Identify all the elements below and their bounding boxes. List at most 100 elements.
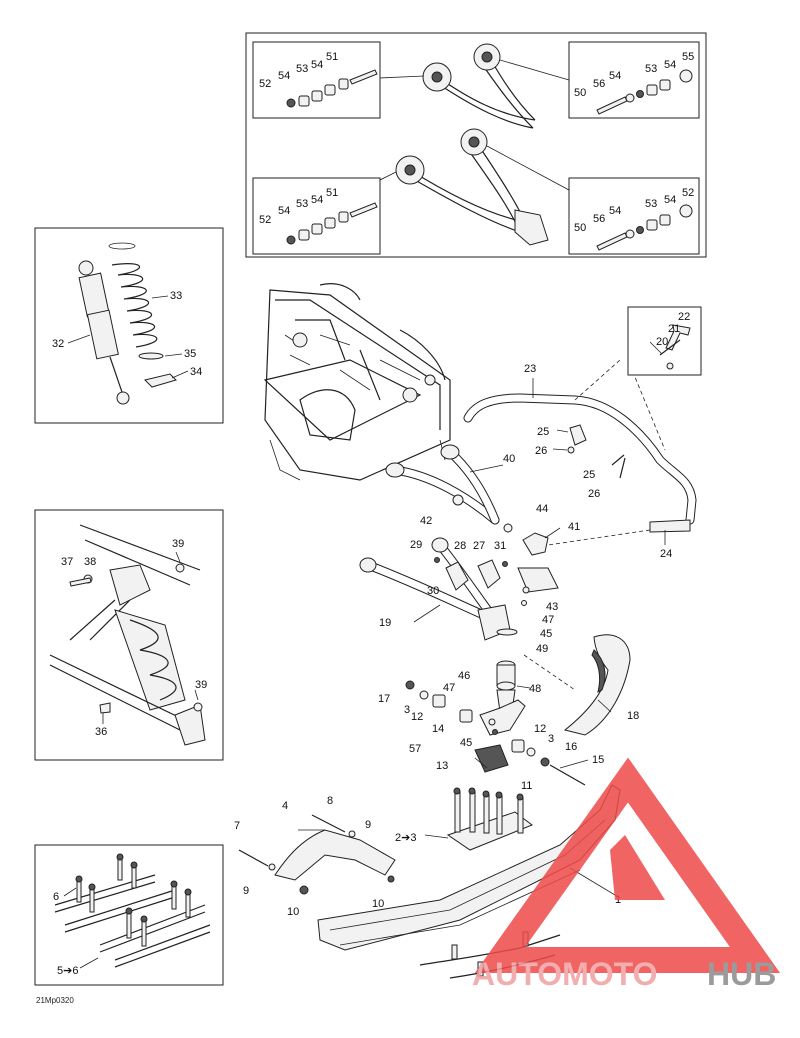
callout-35: 35	[184, 348, 196, 360]
callout-6: 6	[53, 891, 59, 903]
callout-52: 52	[259, 214, 271, 226]
callout-32: 32	[52, 338, 64, 350]
upper-a-arm	[385, 444, 504, 525]
callout-36: 36	[95, 726, 107, 738]
callout-45: 45	[460, 737, 472, 749]
callout-9: 9	[365, 819, 371, 831]
callout-54: 54	[609, 205, 621, 217]
callout-54: 54	[664, 59, 676, 71]
callout-56: 56	[593, 213, 605, 225]
callout-16: 16	[565, 741, 577, 753]
callout-13: 13	[436, 760, 448, 772]
lower-right-inset	[568, 177, 700, 255]
callout-48: 48	[529, 683, 541, 695]
watermark-triangle-logo	[474, 757, 781, 973]
callout-43: 43	[546, 601, 558, 613]
shock-spring-panel	[34, 227, 224, 424]
callout-56: 56	[593, 78, 605, 90]
callout-18: 18	[627, 710, 639, 722]
steering-bracket-inset	[627, 306, 702, 376]
shock-bracket-right	[477, 559, 501, 589]
callout-3: 3	[548, 733, 554, 745]
callout-19: 19	[379, 617, 391, 629]
callout-46: 46	[458, 670, 470, 682]
front-frame	[263, 283, 451, 481]
callout-12: 12	[534, 723, 546, 735]
tie-rod-end	[522, 532, 549, 556]
callout-3: 3	[404, 704, 410, 716]
callout-5-to-6: 5➔6	[57, 965, 78, 977]
bushing-hardware-upper-left	[286, 69, 378, 108]
callout-34: 34	[190, 366, 202, 378]
automotohub-watermark: AUTOMOTO HUB	[472, 757, 781, 992]
watermark-word-automoto: AUTOMOTO	[472, 956, 657, 992]
callout-54: 54	[664, 194, 676, 206]
callout-49: 49	[536, 643, 548, 655]
spring-seat	[138, 352, 164, 360]
callout-23: 23	[524, 363, 536, 375]
callout-10: 10	[287, 906, 299, 918]
callout-29: 29	[410, 539, 422, 551]
callout-28: 28	[454, 540, 466, 552]
callout-45: 45	[540, 628, 552, 640]
spring-stopper	[144, 373, 177, 388]
ski-leg-guard	[523, 634, 631, 736]
callout-53: 53	[296, 63, 308, 75]
callout-21: 21	[668, 323, 680, 335]
callout-15: 15	[592, 754, 604, 766]
callout-17: 17	[378, 693, 390, 705]
callout-26: 26	[535, 445, 547, 457]
callout-25: 25	[583, 469, 595, 481]
callout-50: 50	[574, 87, 586, 99]
callout-47: 47	[542, 614, 554, 626]
callout-39: 39	[172, 538, 184, 550]
bushing-hardware-lower-right	[596, 204, 693, 251]
callout-54: 54	[278, 70, 290, 82]
callout-37: 37	[61, 556, 73, 568]
steering-bar	[463, 359, 697, 546]
callout-2-to-3: 2➔3	[395, 832, 416, 844]
callout-51: 51	[326, 51, 338, 63]
callout-53: 53	[296, 198, 308, 210]
callout-10: 10	[372, 898, 384, 910]
a-arm-bushing-panel	[245, 32, 707, 258]
runner-studs	[75, 853, 192, 947]
callout-30: 30	[427, 585, 439, 597]
spindle-plate	[517, 567, 559, 593]
shock-absorber	[78, 260, 130, 405]
callout-9: 9	[243, 885, 249, 897]
ball-joint-nut	[503, 523, 513, 533]
callout-54: 54	[609, 70, 621, 82]
ski-pivot-hardware-left	[405, 680, 526, 736]
callout-47: 47	[443, 682, 455, 694]
callout-54: 54	[311, 194, 323, 206]
callout-7: 7	[234, 820, 240, 832]
ski-runner-panel	[34, 844, 224, 986]
callout-14: 14	[432, 723, 444, 735]
callout-44: 44	[536, 503, 548, 515]
callout-51: 51	[326, 187, 338, 199]
callout-8: 8	[327, 795, 333, 807]
callout-4: 4	[282, 800, 288, 812]
callout-57: 57	[409, 743, 421, 755]
callout-52: 52	[682, 187, 694, 199]
callout-39: 39	[195, 679, 207, 691]
callout-20: 20	[656, 336, 668, 348]
shock-bracket-left	[445, 561, 469, 591]
bushing-hardware-lower-left	[286, 202, 378, 245]
leader-lines	[413, 378, 666, 839]
shock-mount-panel	[34, 509, 224, 761]
callout-54: 54	[278, 205, 290, 217]
callout-25: 25	[537, 426, 549, 438]
callout-40: 40	[503, 453, 515, 465]
callout-54: 54	[311, 59, 323, 71]
callout-31: 31	[494, 540, 506, 552]
callout-52: 52	[259, 78, 271, 90]
bar-clamp	[569, 424, 587, 446]
bushing-hardware-upper-right	[596, 69, 693, 115]
callout-11: 11	[521, 780, 532, 792]
callout-27: 27	[473, 540, 485, 552]
callout-33: 33	[170, 290, 182, 302]
upper-right-inset	[568, 41, 700, 119]
